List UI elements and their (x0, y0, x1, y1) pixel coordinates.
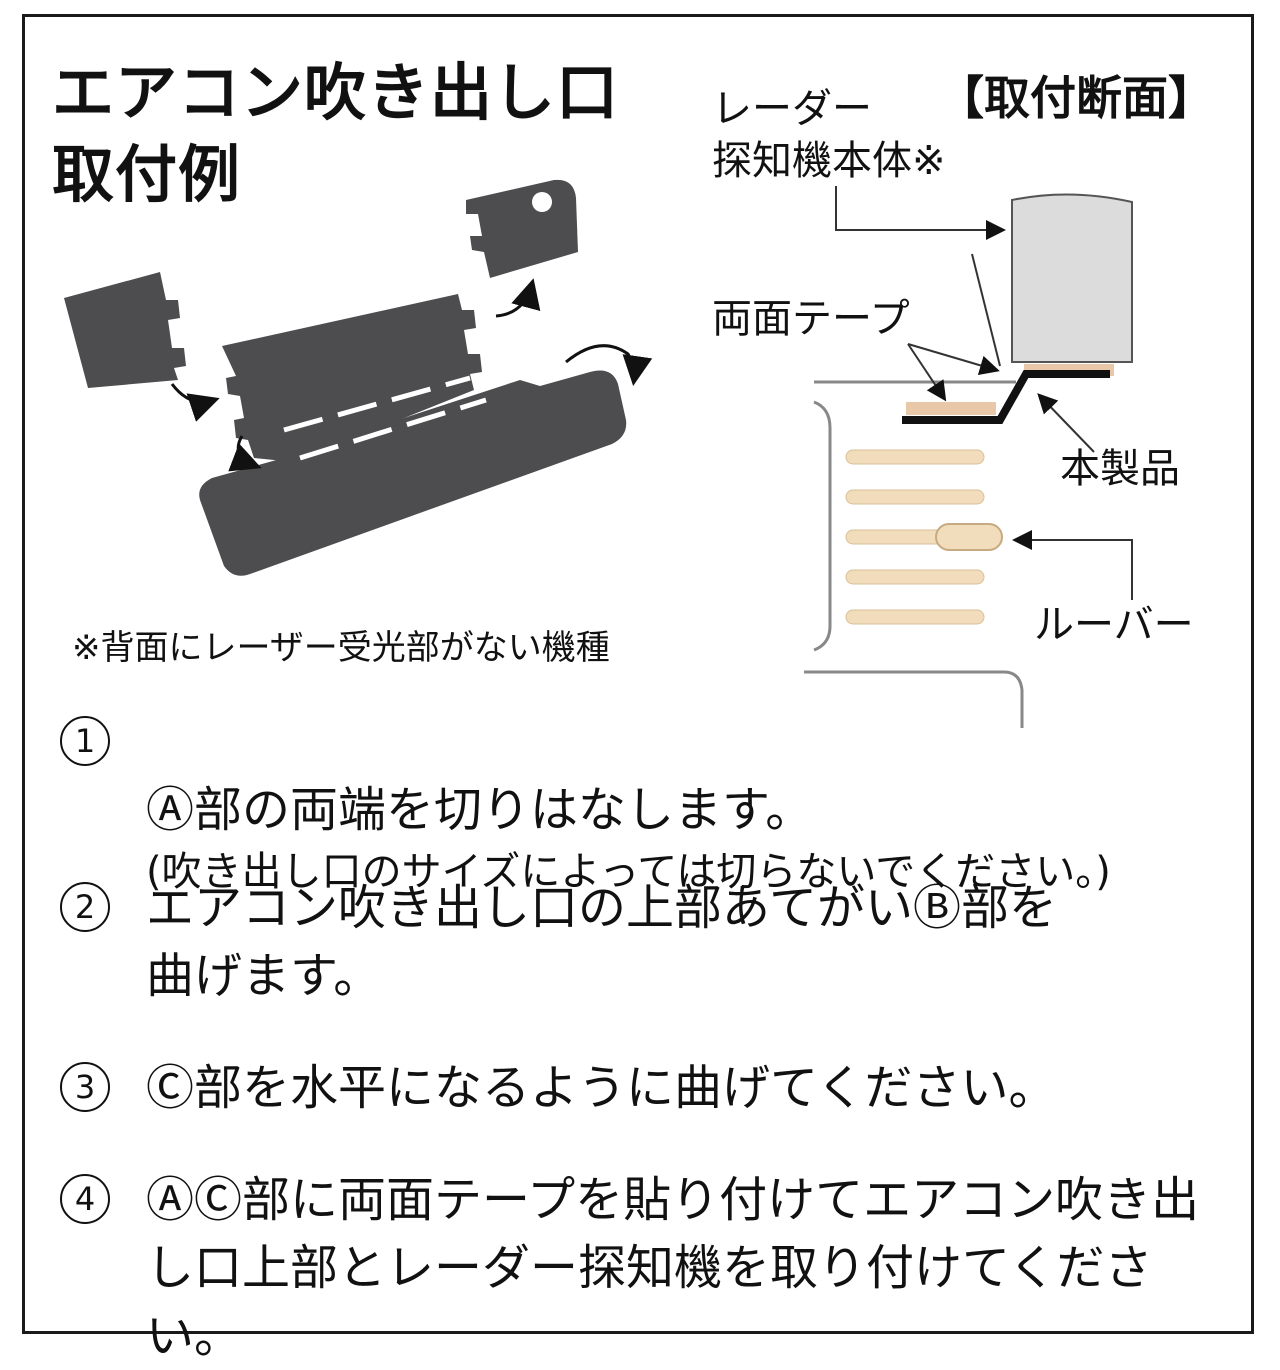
label-product: 本製品 (1060, 446, 1180, 492)
bracket-exploded-view (64, 179, 653, 576)
title-line-1: エアコン吹き出し口 (52, 56, 620, 129)
fold-arrow-3 (495, 278, 541, 318)
step-subtext: (吹き出し口のサイズによっては切らないでください。) (146, 849, 1111, 895)
step-number: 2 (60, 882, 110, 932)
fold-arrow-2 (228, 435, 262, 472)
step-number: 3 (60, 1062, 110, 1112)
tape-lower (906, 402, 996, 415)
louvers (845, 449, 1003, 625)
cross-section (804, 186, 1133, 728)
label-louver: ルーバー (1034, 602, 1194, 648)
product-bracket (902, 370, 1110, 424)
label-tape: 両面テープ (712, 296, 910, 342)
fold-arrow-1 (170, 383, 220, 422)
radar-body (1011, 193, 1133, 363)
footnote: ※背面にレーザー受光部がない機種 (72, 628, 610, 668)
step-text: エアコン吹き出し口の上部あてがいⒷ部を 曲げます。 (146, 880, 1058, 1004)
step-number: 1 (60, 716, 110, 766)
step-text: Ⓐ部の両端を切りはなします。 (吹き出し口のサイズによっては切らないでください。… (146, 708, 1111, 968)
label-radar-line2: 探知機本体※ (712, 138, 946, 184)
cut-piece-right (466, 179, 578, 278)
label-radar-line1: レーダー (712, 86, 872, 132)
front-plate (199, 370, 627, 576)
page-title: エアコン吹き出し口 取付例 (52, 52, 619, 216)
step-text: ⒶⒸ部に両面テープを貼り付けてエアコン吹き出 し口上部とレーダー探知機を取り付け… (146, 1172, 1200, 1364)
step-text: Ⓒ部を水平になるように曲げてください。 (146, 1060, 1057, 1116)
title-line-2: 取付例 (52, 138, 242, 211)
section-title: 【取付断面】 (938, 71, 1214, 125)
mount-hole (532, 192, 552, 212)
step-number: 4 (60, 1174, 110, 1224)
frame-border (22, 14, 1254, 1334)
cut-piece-left (64, 272, 186, 388)
rotate-arrow (565, 344, 653, 386)
main-plate (222, 294, 482, 462)
